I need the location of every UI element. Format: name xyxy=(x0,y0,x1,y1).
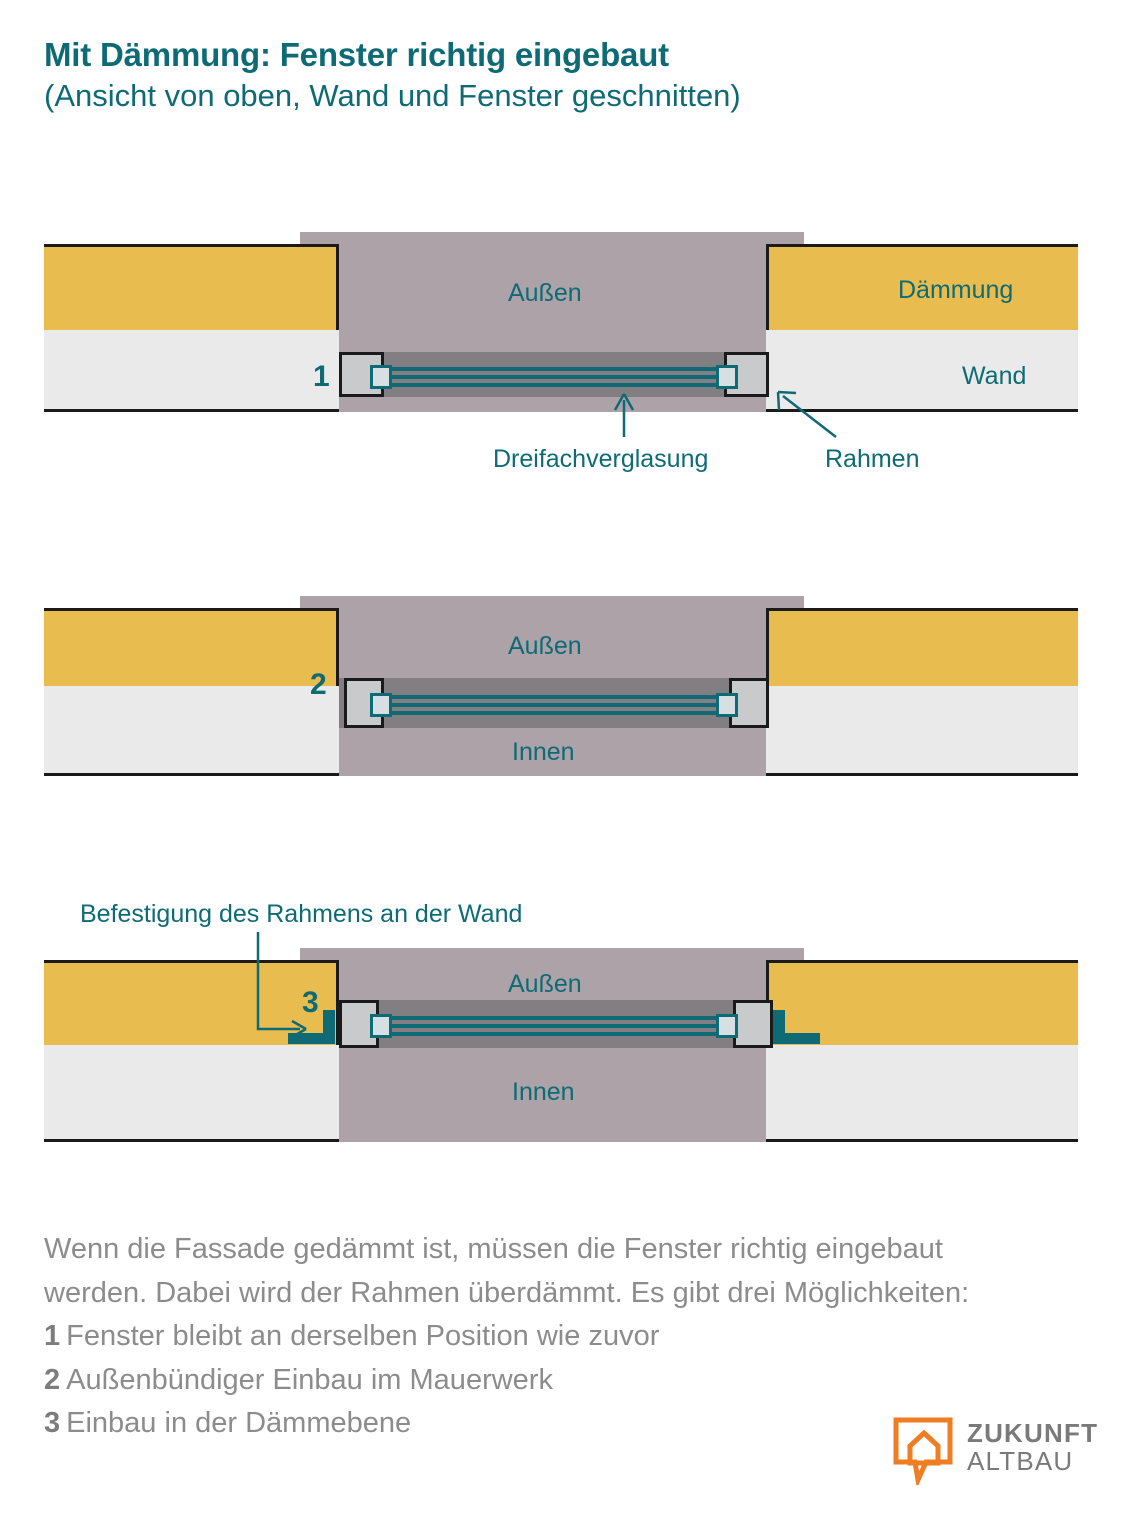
outer-render-strip-1 xyxy=(300,232,804,244)
label-insulation-1: Dämmung xyxy=(898,276,1014,304)
window-frame-right-3 xyxy=(733,1000,773,1048)
wall-left-3 xyxy=(44,1045,339,1142)
insulation-right-2 xyxy=(766,608,1078,686)
list-item-text: Außenbündiger Einbau im Mauerwerk xyxy=(66,1363,553,1396)
diagram-3: Befestigung des Rahmens an der Wand 3 Au… xyxy=(0,0,1122,1142)
label-wall-1: Wand xyxy=(962,362,1027,390)
outer-render-strip-2 xyxy=(300,596,804,608)
wall-left-2 xyxy=(44,686,339,776)
step-number-1: 1 xyxy=(313,360,330,393)
label-outside-1: Außen xyxy=(508,279,582,307)
logo-line-2: ALTBAU xyxy=(967,1446,1074,1477)
callout-leaders-1 xyxy=(613,390,837,438)
glazing-pane-2c xyxy=(370,711,738,715)
speech-bubble-house-icon xyxy=(893,1417,953,1485)
step-number-3: 3 xyxy=(302,986,319,1019)
logo: ZUKUNFT ALTBAU xyxy=(893,1415,1097,1499)
label-outside-2: Außen xyxy=(508,632,582,660)
glazing-pane-1c-1 xyxy=(370,383,738,387)
logo-text: ZUKUNFT ALTBAU xyxy=(967,1418,1099,1477)
glazing-spacer-right-2 xyxy=(716,693,738,717)
callout-frame-1: Rahmen xyxy=(825,445,920,473)
glazing-spacer-left-1 xyxy=(370,365,392,389)
insulation-left-2 xyxy=(44,608,339,686)
label-inside-3: Innen xyxy=(512,1078,575,1106)
glazing-pane-2a xyxy=(370,695,738,699)
fixing-bracket-right-horizontal-3 xyxy=(773,1033,820,1044)
glazing-pane-2b xyxy=(370,703,738,707)
glazing-pane-1b-1 xyxy=(370,375,738,379)
wall-right-1 xyxy=(766,330,1078,412)
outside-area-3 xyxy=(339,960,766,1142)
insulation-left-3 xyxy=(44,960,339,1045)
fixing-bracket-left-horizontal-3 xyxy=(288,1033,335,1044)
label-inside-2: Innen xyxy=(512,738,575,766)
list-item-number: 1 xyxy=(44,1320,61,1353)
step-number-2: 2 xyxy=(310,668,327,701)
header: Mit Dämmung: Fenster richtig eingebaut (… xyxy=(44,36,1084,114)
glazing-spacer-left-2 xyxy=(370,693,392,717)
body-paragraph: Wenn die Fassade gedämmt ist, müssen die… xyxy=(44,1233,970,1310)
wall-left-1 xyxy=(44,330,339,412)
outer-render-strip-3 xyxy=(300,948,804,960)
label-outside-3: Außen xyxy=(508,970,582,998)
glazing-spacer-left-3 xyxy=(370,1014,392,1038)
list-item-number: 2 xyxy=(44,1363,61,1396)
diagram-2: 2 Außen Innen xyxy=(0,0,1122,776)
callout-glazing-1: Dreifachverglasung xyxy=(493,445,709,473)
glazing-spacer-right-3 xyxy=(716,1014,738,1038)
body-copy: Wenn die Fassade gedämmt ist, müssen die… xyxy=(44,1227,1044,1446)
list-item-text: Einbau in der Dämmebene xyxy=(66,1407,412,1440)
window-reveal-1 xyxy=(339,352,766,397)
insulation-right-3 xyxy=(766,960,1078,1045)
wall-right-3 xyxy=(766,1045,1078,1142)
list-item-text: Fenster bleibt an derselben Position wie… xyxy=(66,1320,660,1353)
glazing-pane-3c xyxy=(370,1032,738,1036)
glazing-pane-1a-1 xyxy=(370,367,738,371)
diagram-1: 1 Außen Dämmung Wand Dreifachverglasung … xyxy=(0,0,1122,500)
glazing-spacer-right-1 xyxy=(716,365,738,389)
page-subtitle: (Ansicht von oben, Wand und Fenster gesc… xyxy=(44,77,741,113)
callout-fastening-3: Befestigung des Rahmens an der Wand xyxy=(80,900,523,928)
glazing-pane-3a xyxy=(370,1016,738,1020)
glazing-pane-3b xyxy=(370,1024,738,1028)
logo-line-1: ZUKUNFT xyxy=(967,1418,1099,1448)
page-title: Mit Dämmung: Fenster richtig eingebaut xyxy=(44,36,669,73)
wall-right-2 xyxy=(766,686,1078,776)
list-item-number: 3 xyxy=(44,1407,61,1440)
